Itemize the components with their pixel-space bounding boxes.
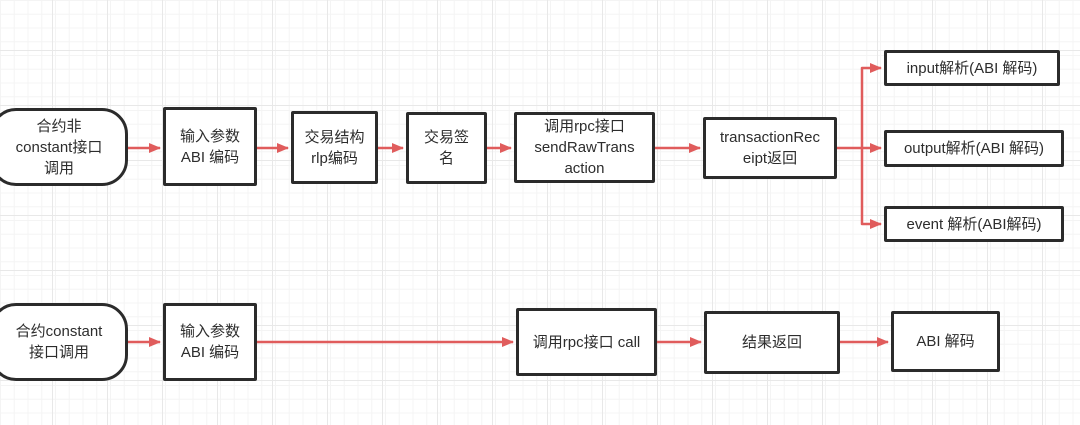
node-tx-sign: 交易签 名 (406, 112, 487, 184)
node-abi-decode: ABI 解码 (891, 311, 1000, 372)
node-send-raw-transaction: 调用rpc接口 sendRawTrans action (514, 112, 655, 183)
node-label: ABI 解码 (916, 333, 975, 350)
node-result-return: 结果返回 (704, 311, 840, 374)
node-rlp-encode: 交易结构 rlp编码 (291, 111, 378, 184)
node-output-parse: output解析(ABI 解码) (884, 130, 1064, 167)
node-label: event 解析(ABI解码) (906, 215, 1042, 233)
node-event-parse: event 解析(ABI解码) (884, 206, 1064, 242)
node-transaction-receipt: transactionRec eipt返回 (703, 117, 837, 179)
node-label: 交易结构 rlp编码 (304, 128, 365, 167)
node-abi-encode-bottom: 输入参数 ABI 编码 (163, 303, 257, 381)
node-label: 输入参数 ABI 编码 (179, 323, 240, 361)
node-label: 合约非 constant接口 调用 (15, 117, 103, 177)
node-label: 交易签 名 (423, 129, 469, 167)
node-contract-non-constant-call: 合约非 constant接口 调用 (0, 108, 128, 186)
node-label: 输入参数 ABI 编码 (179, 127, 240, 166)
flow-arrow-receipt-branch-to-input-parse (860, 63, 882, 148)
node-contract-constant-call: 合约constant 接口调用 (0, 303, 128, 381)
node-label: 合约constant 接口调用 (15, 323, 103, 361)
node-label: output解析(ABI 解码) (903, 140, 1045, 157)
flow-arrow-receipt-branch-to-event-parse (860, 148, 882, 229)
node-input-parse: input解析(ABI 解码) (884, 50, 1060, 86)
node-abi-encode-top: 输入参数 ABI 编码 (163, 107, 257, 186)
node-label: 结果返回 (741, 334, 802, 351)
node-label: 调用rpc接口 call (532, 333, 641, 351)
node-label: transactionRec eipt返回 (719, 129, 821, 167)
node-label: input解析(ABI 解码) (906, 59, 1038, 77)
node-rpc-call: 调用rpc接口 call (516, 308, 657, 376)
node-label: 调用rpc接口 sendRawTrans action (534, 118, 635, 177)
